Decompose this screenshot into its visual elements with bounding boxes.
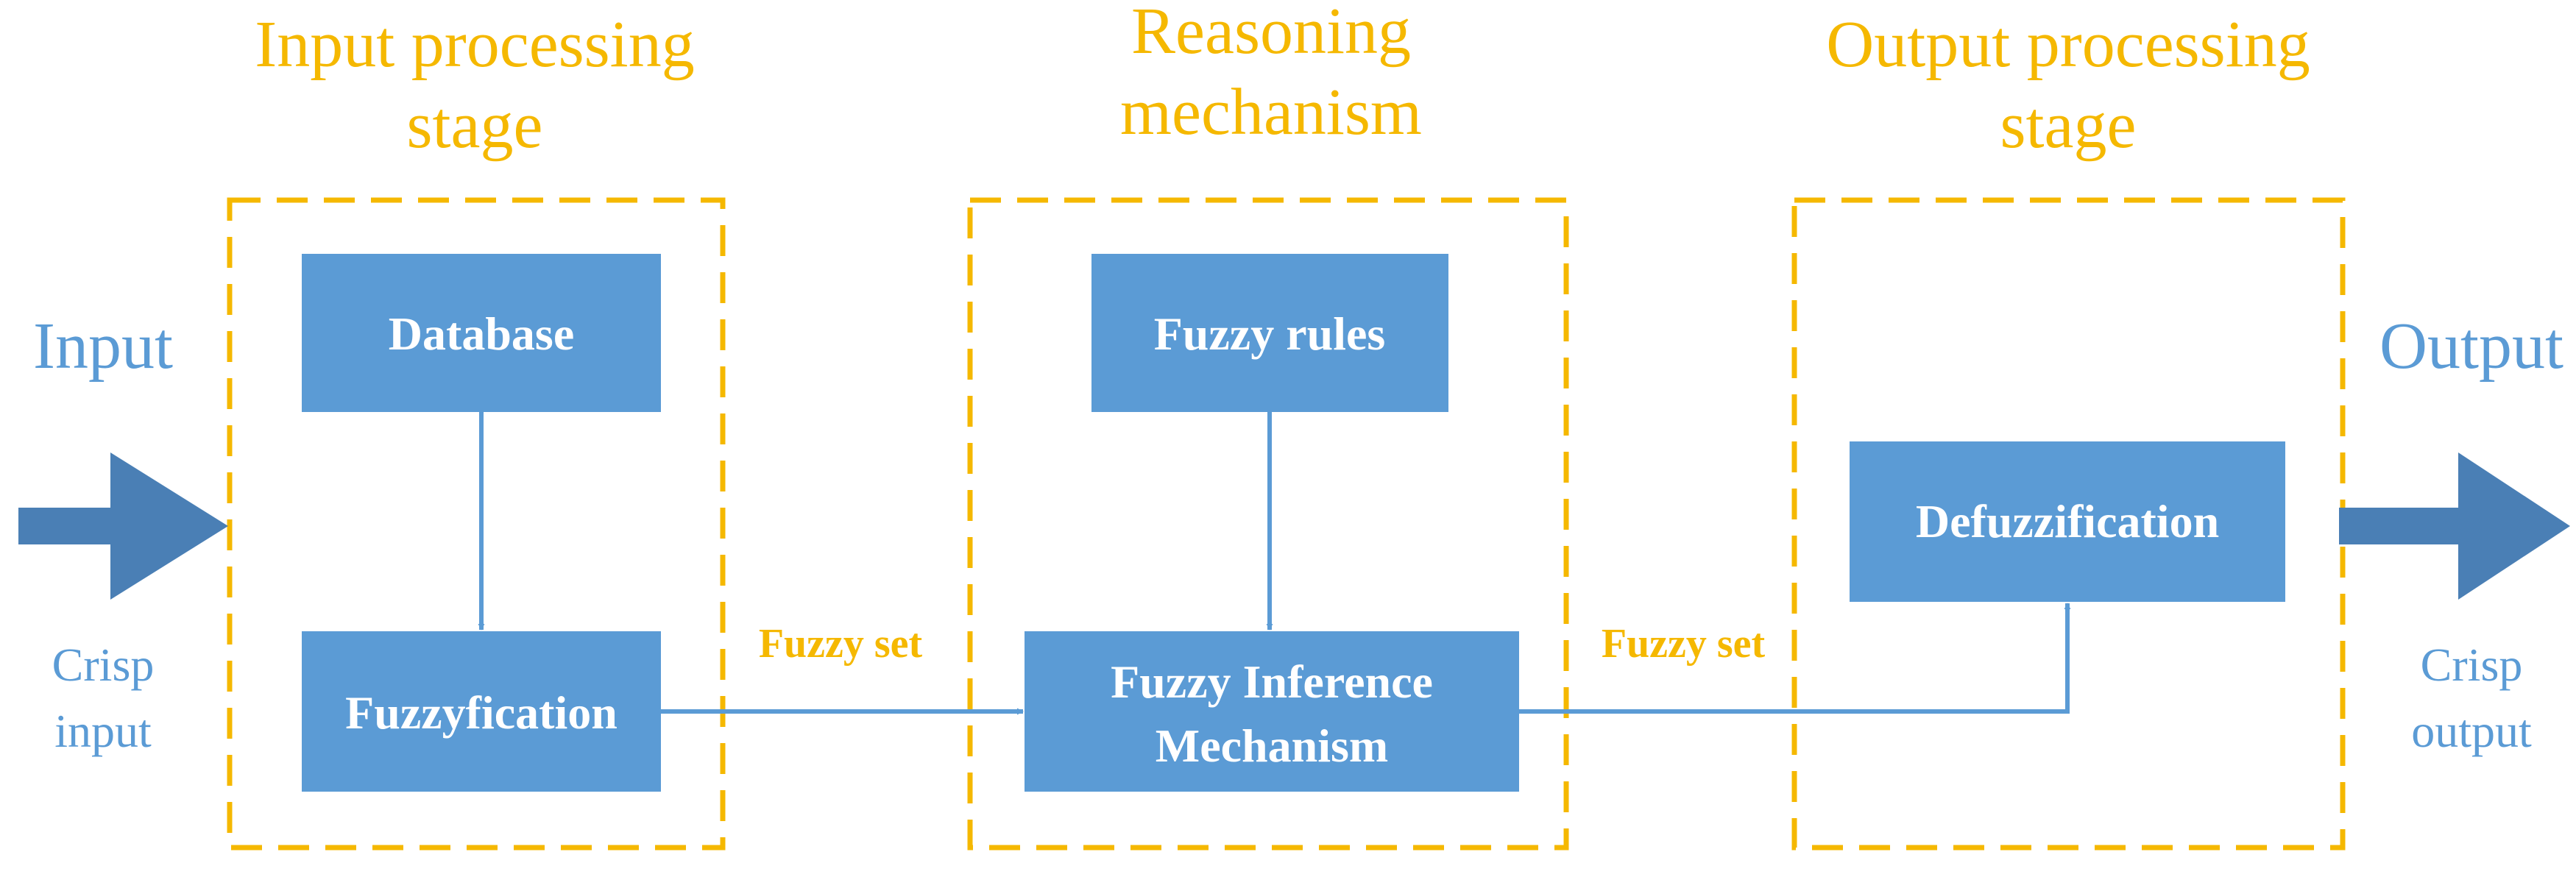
input-stage-title-line1: Input processing (255, 8, 694, 81)
fuzzy-rules-label: Fuzzy rules (1154, 308, 1386, 360)
fuzzy-set-label-2: Fuzzy set (1602, 621, 1766, 667)
fuzzyfication-label: Fuzzyfication (345, 686, 618, 739)
crisp-output-line1: Crisp (2421, 639, 2523, 691)
fuzzy-inference-box: Fuzzy Inference Mechanism (1025, 631, 1519, 792)
inference-to-defuzzification-arrow (1519, 603, 2071, 714)
input-stage-title-line2: stage (407, 89, 543, 162)
crisp-output-line2: output (2411, 705, 2532, 757)
fuzzy-set-label-1: Fuzzy set (759, 621, 923, 667)
reasoning-stage-title-line2: mechanism (1120, 76, 1422, 149)
crisp-input-line2: input (54, 705, 152, 757)
database-box: Database (302, 254, 661, 412)
defuzzification-box: Defuzzification (1850, 441, 2285, 602)
defuzzification-label: Defuzzification (1916, 495, 2219, 547)
output-stage-title-line2: stage (2000, 89, 2137, 162)
reasoning-stage-frame (967, 197, 1569, 851)
output-stage-title-line1: Output processing (1826, 8, 2310, 81)
fuzzy-inference-label-line1: Fuzzy Inference (1111, 656, 1433, 708)
output-arrow (2339, 452, 2570, 600)
input-stage-frame (227, 197, 726, 851)
fuzzy-rules-box: Fuzzy rules (1091, 254, 1448, 412)
fuzzy-inference-label-line2: Mechanism (1156, 720, 1388, 772)
fuzzyfication-box: Fuzzyfication (302, 631, 661, 792)
crisp-input-line1: Crisp (52, 639, 155, 691)
input-title: Input (33, 310, 173, 383)
database-label: Database (389, 308, 574, 360)
input-arrow (18, 452, 228, 600)
output-title: Output (2379, 310, 2563, 383)
reasoning-stage-title-line1: Reasoning (1131, 0, 1411, 68)
